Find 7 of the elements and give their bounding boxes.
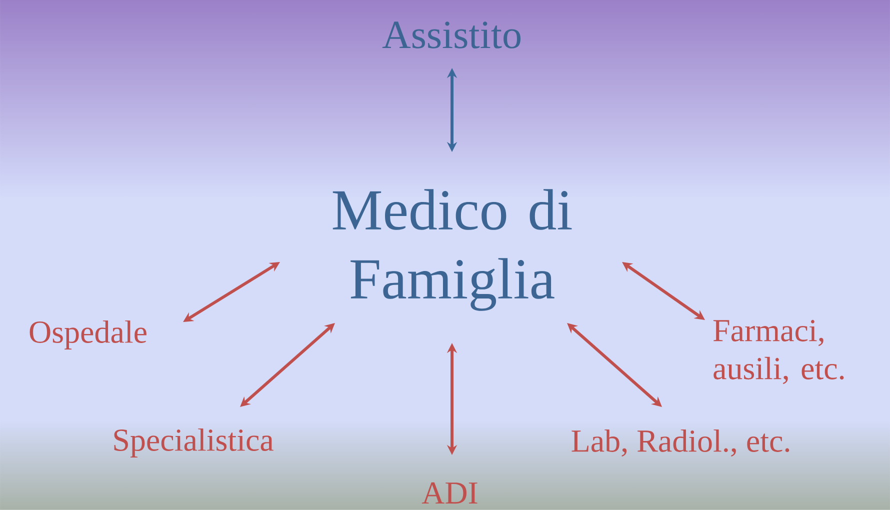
center-label: Medico di Famiglia <box>332 189 572 311</box>
node-label: Farmaci, ausili, etc. <box>713 320 844 384</box>
node-label: Lab, Radiol., etc. <box>572 429 790 457</box>
node-label: Ospedale <box>30 320 146 350</box>
node-label: Specialistica <box>114 428 274 458</box>
title-text: Assistito <box>382 22 520 48</box>
node-label: ADI <box>422 482 478 504</box>
